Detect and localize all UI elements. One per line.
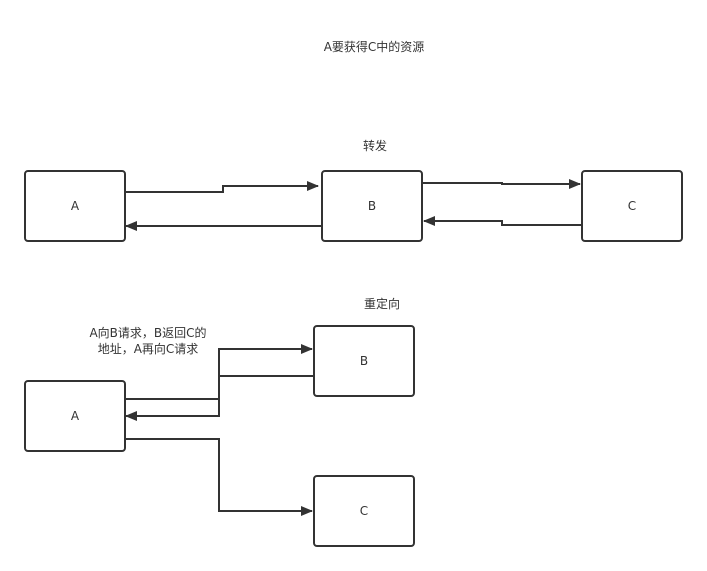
node-label: B [359, 354, 369, 368]
node-label: A [70, 199, 80, 213]
arrow-a-to-c-redirect [126, 438, 313, 516]
node-c-redirect: C [313, 475, 415, 547]
diagram-title: A要获得C中的资源 [323, 40, 425, 54]
arrow-c-to-b [423, 216, 582, 226]
redirect-heading: 重定向 [363, 297, 400, 311]
arrow-a-to-b [126, 181, 319, 193]
arrow-a-to-b-redirect [126, 344, 313, 400]
redirect-note-line1: A向B请求，B返回C的 [89, 326, 207, 340]
arrow-b-to-c [422, 179, 581, 189]
redirect-note: A向B请求，B返回C的 地址，A再向C请求 [70, 325, 226, 357]
node-c-forward: C [581, 170, 683, 242]
node-label: B [367, 199, 377, 213]
node-label: A [70, 409, 80, 423]
node-a-redirect: A [24, 380, 126, 452]
node-label: C [627, 199, 637, 213]
forward-heading: 转发 [362, 139, 387, 153]
node-b-forward: B [321, 170, 423, 242]
node-a-forward: A [24, 170, 126, 242]
node-b-redirect: B [313, 325, 415, 397]
redirect-note-line2: 地址，A再向C请求 [97, 342, 199, 356]
arrow-b-to-a-redirect [125, 375, 314, 421]
node-label: C [359, 504, 369, 518]
